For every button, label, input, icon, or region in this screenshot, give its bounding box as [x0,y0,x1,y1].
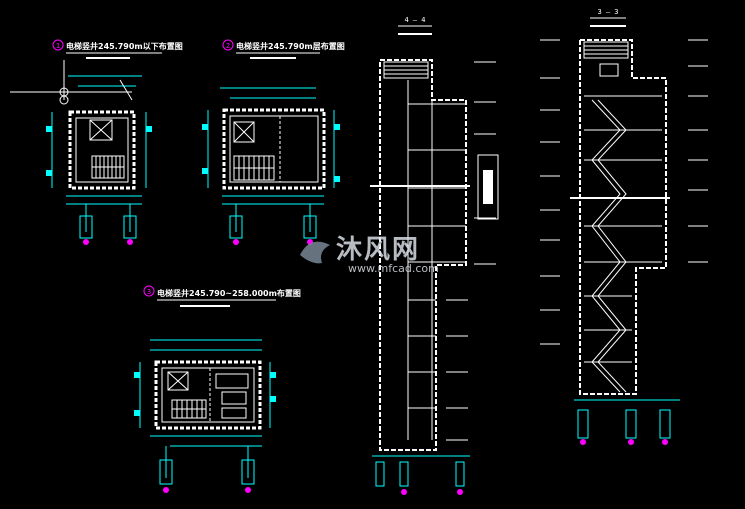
plan-a-dim-tick [46,170,52,176]
plan-b-marker-number: 2 [226,42,230,50]
plan-b-title: 电梯竖井245.790m层布置图 [236,41,345,51]
section-4-4-grid-bubble [399,461,409,487]
plan-a-dim-tick [146,126,152,132]
plan-a-elevator-car [89,119,113,141]
plan-c-grid-marker [163,487,169,493]
plan-b-grid-bubble [303,215,317,239]
plan-a-inner-wall [75,117,129,183]
plan-b-elevator-cross [233,121,255,143]
plan-b-grid-bubble [229,215,243,239]
section-4-4: 4 — 4 [370,16,499,495]
plan-b-inner-wall [229,115,319,183]
plan-b-grid-marker [233,239,239,245]
plan-b-marker [222,39,234,51]
plan-b-outer-wall [222,108,326,190]
watermark-logo-icon [300,241,330,264]
plan-c-room [221,391,247,405]
plan-c-marker-number: 3 [147,288,151,296]
section-3-3-grid-marker [662,439,668,445]
plan-a-elevator-cross [89,119,113,141]
plan-a-axis-bubble [59,95,69,105]
section-4-4-label: 4 — 4 [404,16,425,24]
plan-a-grid-bubble [79,215,93,239]
watermark-brand: 沐风网 [336,235,420,265]
section-3-3-shaft-outline [579,39,667,395]
plan-c-room [215,373,249,389]
plan-b-stair [233,155,275,181]
plan-c-marker [143,285,155,297]
plan-c-dim-tick [134,410,140,416]
plan-c-grid-bubble [159,459,173,485]
plan-a-outer-wall [68,110,136,190]
section-4-4-grid-bubble [375,461,385,487]
plan-a-marker-number: 1 [56,42,60,50]
plan-b-dim-tick [202,168,208,174]
plan-c-elevator-car [167,371,189,391]
plan-c-dim-tick [134,372,140,378]
section-3-3-grid-bubble [625,409,637,439]
plan-a-grid-bubble [123,215,137,239]
section-3-3-grid-marker [628,439,634,445]
plan-a-dim-tick [46,126,52,132]
section-4-4-grid-bubble [455,461,465,487]
plan-c-elevator-cross [167,371,189,391]
plan-a-leader-line [119,79,133,101]
plan-b: 2 电梯竖井245.790m层布置图 [202,39,345,245]
section-4-4-grid-marker [457,489,463,495]
plan-c-outer-wall [154,360,262,430]
plan-c-dim-tick [270,372,276,378]
section-3-3: 3 — 3 [540,8,708,445]
section-4-4-detail-fill [483,170,493,204]
plan-b-dim-tick [334,176,340,182]
section-3-3-label: 3 — 3 [597,8,618,16]
section-3-3-grid-bubble [577,409,589,439]
plan-c-inner-wall [161,367,255,423]
plan-a-grid-marker [127,239,133,245]
section-4-4-elevation-marks [446,61,496,441]
plan-a-title: 电梯竖井245.790m以下布置图 [66,41,183,51]
plan-a-stair [91,155,125,179]
plan-a-marker [52,39,64,51]
plan-c-title: 电梯竖井245.790~258.000m布置图 [157,288,301,298]
section-4-4-shaft-outline [379,59,467,451]
section-3-3-machine-room [599,63,619,77]
plan-c: 3 电梯竖井245.790~258.000m布置图 [134,285,301,493]
plan-c-grid-bubble [241,459,255,485]
section-3-3-floor-slabs [570,95,670,363]
section-3-3-stair-flights [591,99,627,393]
plan-a: 1 电梯竖井245.790m以下布置图 [10,39,183,245]
section-3-3-grid-bubble [659,409,671,439]
section-4-4-grid-marker [401,489,407,495]
plan-b-dim-tick [334,124,340,130]
section-4-4-floor-slabs [370,103,470,409]
plan-c-room [221,407,247,419]
section-3-3-grid-marker [580,439,586,445]
plan-b-elevator-car [233,121,255,143]
plan-c-grid-marker [245,487,251,493]
section-3-3-elevation-marks [540,39,708,345]
plan-a-grid-marker [83,239,89,245]
plan-b-dim-tick [202,124,208,130]
plan-c-dim-tick [270,396,276,402]
plan-c-stair [171,399,207,419]
watermark-url: www.mfcad.com [348,262,439,275]
section-4-4-detail-box [477,154,499,220]
watermark: 沐风网 www.mfcad.com [300,235,439,275]
